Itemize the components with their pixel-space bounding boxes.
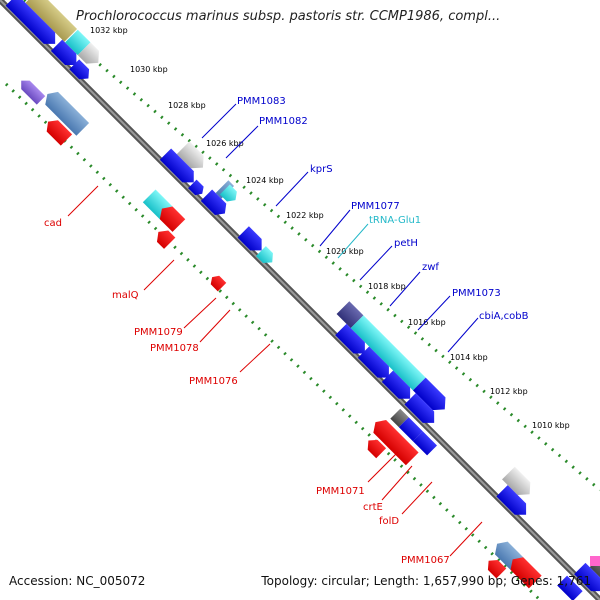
gene-label-forward[interactable]: kprS — [310, 164, 333, 175]
gene-label-reverse[interactable]: PMM1079 — [134, 327, 183, 338]
gene-label-forward[interactable]: petH — [394, 238, 418, 249]
gene-feature[interactable] — [188, 179, 206, 198]
scale-tick-label: 1016 kbp — [408, 318, 446, 327]
gene-feature[interactable] — [153, 226, 176, 249]
scale-tick-label: 1024 kbp — [246, 176, 284, 185]
gene-feature[interactable] — [412, 431, 437, 456]
reverse-gene-track — [17, 76, 583, 600]
gene-feature[interactable] — [350, 315, 426, 391]
gene-label-reverse[interactable]: PMM1067 — [401, 555, 450, 566]
accession-label: Accession: NC_005072 — [9, 574, 146, 588]
scale-tick-label: 1026 kbp — [206, 139, 244, 148]
trna-feature[interactable] — [255, 246, 277, 267]
scale-tick-label: 1020 kbp — [326, 247, 364, 256]
scale-tick-label: 1022 kbp — [286, 211, 324, 220]
topology-label: Topology: circular; Length: 1,657,990 bp… — [261, 574, 591, 588]
gene-feature[interactable] — [357, 346, 395, 383]
gene-label-reverse[interactable]: cad — [44, 218, 62, 229]
gene-feature[interactable] — [159, 148, 200, 188]
gene-feature[interactable] — [335, 323, 370, 359]
forward-strand-dotted-axis — [23, 0, 600, 492]
gene-label-forward[interactable]: PMM1083 — [237, 96, 286, 107]
gene-feature[interactable] — [574, 562, 600, 597]
reverse-strand-dotted-axis — [4, 82, 542, 600]
gene-feature[interactable] — [484, 556, 507, 579]
gene-feature[interactable] — [200, 189, 231, 220]
gene-label-trna[interactable]: tRNA-Glu1 — [369, 215, 421, 226]
gene-feature[interactable] — [363, 436, 387, 459]
gene-feature[interactable] — [17, 76, 46, 105]
edge-marker — [590, 556, 600, 566]
gene-feature[interactable] — [386, 433, 419, 466]
gene-feature[interactable] — [42, 116, 73, 146]
gene-feature[interactable] — [381, 370, 416, 405]
gene-feature[interactable] — [390, 408, 409, 428]
forward-gene-labels: PMM1083 PMM1082 kprS PMM1077 tRNA-Glu1 p… — [201, 96, 529, 353]
gene-feature[interactable] — [502, 466, 536, 501]
gene-feature[interactable] — [496, 485, 531, 520]
gene-label-reverse[interactable]: folD — [379, 516, 399, 527]
gene-feature[interactable] — [77, 42, 105, 69]
scale-tick-label: 1012 kbp — [490, 387, 528, 396]
gene-label-reverse[interactable]: crtE — [363, 502, 383, 513]
gene-feature[interactable] — [398, 417, 423, 442]
trna-feature[interactable] — [219, 184, 241, 206]
forward-gene-track — [5, 0, 600, 597]
scale-tick-label: 1028 kbp — [168, 101, 206, 110]
scale-ticks: 1032 kbp 1030 kbp 1028 kbp 1026 kbp 1024… — [90, 26, 570, 430]
gene-feature[interactable] — [404, 393, 439, 428]
gene-feature[interactable] — [69, 59, 93, 83]
scale-tick-label: 1030 kbp — [130, 65, 168, 74]
gene-label-forward[interactable]: PMM1073 — [452, 288, 501, 299]
gene-feature[interactable] — [412, 377, 451, 416]
gene-feature[interactable] — [208, 273, 227, 292]
scale-tick-label: 1014 kbp — [450, 353, 488, 362]
gene-feature[interactable] — [41, 88, 90, 136]
gene-label-reverse[interactable]: malQ — [112, 290, 139, 301]
scale-tick-label: 1032 kbp — [90, 26, 128, 35]
gene-feature[interactable] — [237, 226, 268, 256]
gene-feature[interactable] — [176, 141, 210, 174]
scale-tick-label: 1018 kbp — [368, 282, 406, 291]
gene-feature[interactable] — [506, 553, 542, 589]
gene-label-forward[interactable]: zwf — [422, 262, 439, 273]
scale-tick-label: 1010 kbp — [532, 421, 570, 430]
genome-title: Prochlorococcus marinus subsp. pastoris … — [76, 9, 501, 24]
gene-feature[interactable] — [336, 301, 364, 329]
reverse-gene-labels: cad malQ PMM1079 PMM1078 PMM1076 PMM1071… — [44, 185, 483, 566]
gene-label-forward[interactable]: PMM1077 — [351, 201, 400, 212]
gene-feature[interactable] — [5, 0, 61, 49]
gene-label-forward[interactable]: cbiA,cobB — [479, 311, 529, 322]
gene-label-reverse[interactable]: PMM1071 — [316, 486, 365, 497]
gene-label-forward[interactable]: PMM1082 — [259, 116, 308, 127]
gene-label-reverse[interactable]: PMM1078 — [150, 343, 199, 354]
gene-feature[interactable] — [50, 39, 82, 71]
gene-feature[interactable] — [557, 575, 583, 600]
gene-label-reverse[interactable]: PMM1076 — [189, 376, 238, 387]
gene-feature[interactable] — [25, 0, 78, 42]
